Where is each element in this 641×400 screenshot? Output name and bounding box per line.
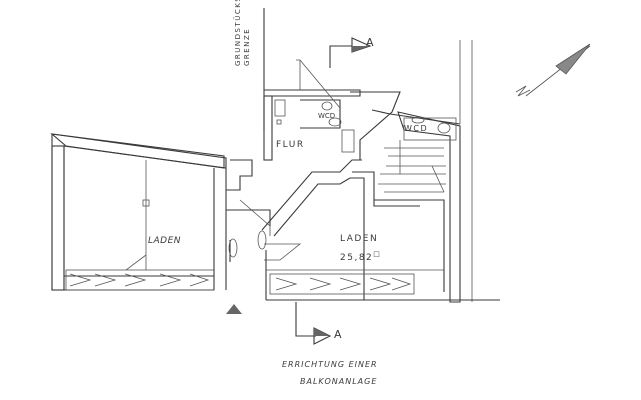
area-unit: □ <box>373 250 382 258</box>
property-line-label: GRUNDSTÜCKS- GRENZE <box>234 0 252 66</box>
section-marker-icon <box>295 37 372 345</box>
entrance-marker-icon <box>226 304 242 314</box>
shop-left-label: LADEN <box>148 236 182 246</box>
section-top-label: A <box>366 36 376 49</box>
shop-right-area: 25,82□ <box>340 250 381 263</box>
property-line-label-2: GRENZE <box>243 27 251 66</box>
caption-line-2: BALKONANLAGE <box>300 377 378 386</box>
hall-label: FLUR <box>276 140 305 150</box>
section-bottom-label: A <box>334 328 344 341</box>
area-value: 25,82 <box>340 253 374 263</box>
shop-right-label: LADEN <box>340 234 379 244</box>
property-line-label-1: GRUNDSTÜCKS- <box>234 0 242 66</box>
north-arrow-icon <box>515 43 591 97</box>
right-shop-walls <box>266 269 500 301</box>
wc-left-label: WCD <box>318 112 336 120</box>
left-shop-walls <box>50 133 227 291</box>
caption-line-1: ERRICHTUNG EINER <box>282 360 378 369</box>
wc-right-label: WCD <box>404 124 429 133</box>
central-walls <box>226 159 420 300</box>
hall-area-walls <box>263 59 401 161</box>
right-block-walls <box>371 40 473 303</box>
